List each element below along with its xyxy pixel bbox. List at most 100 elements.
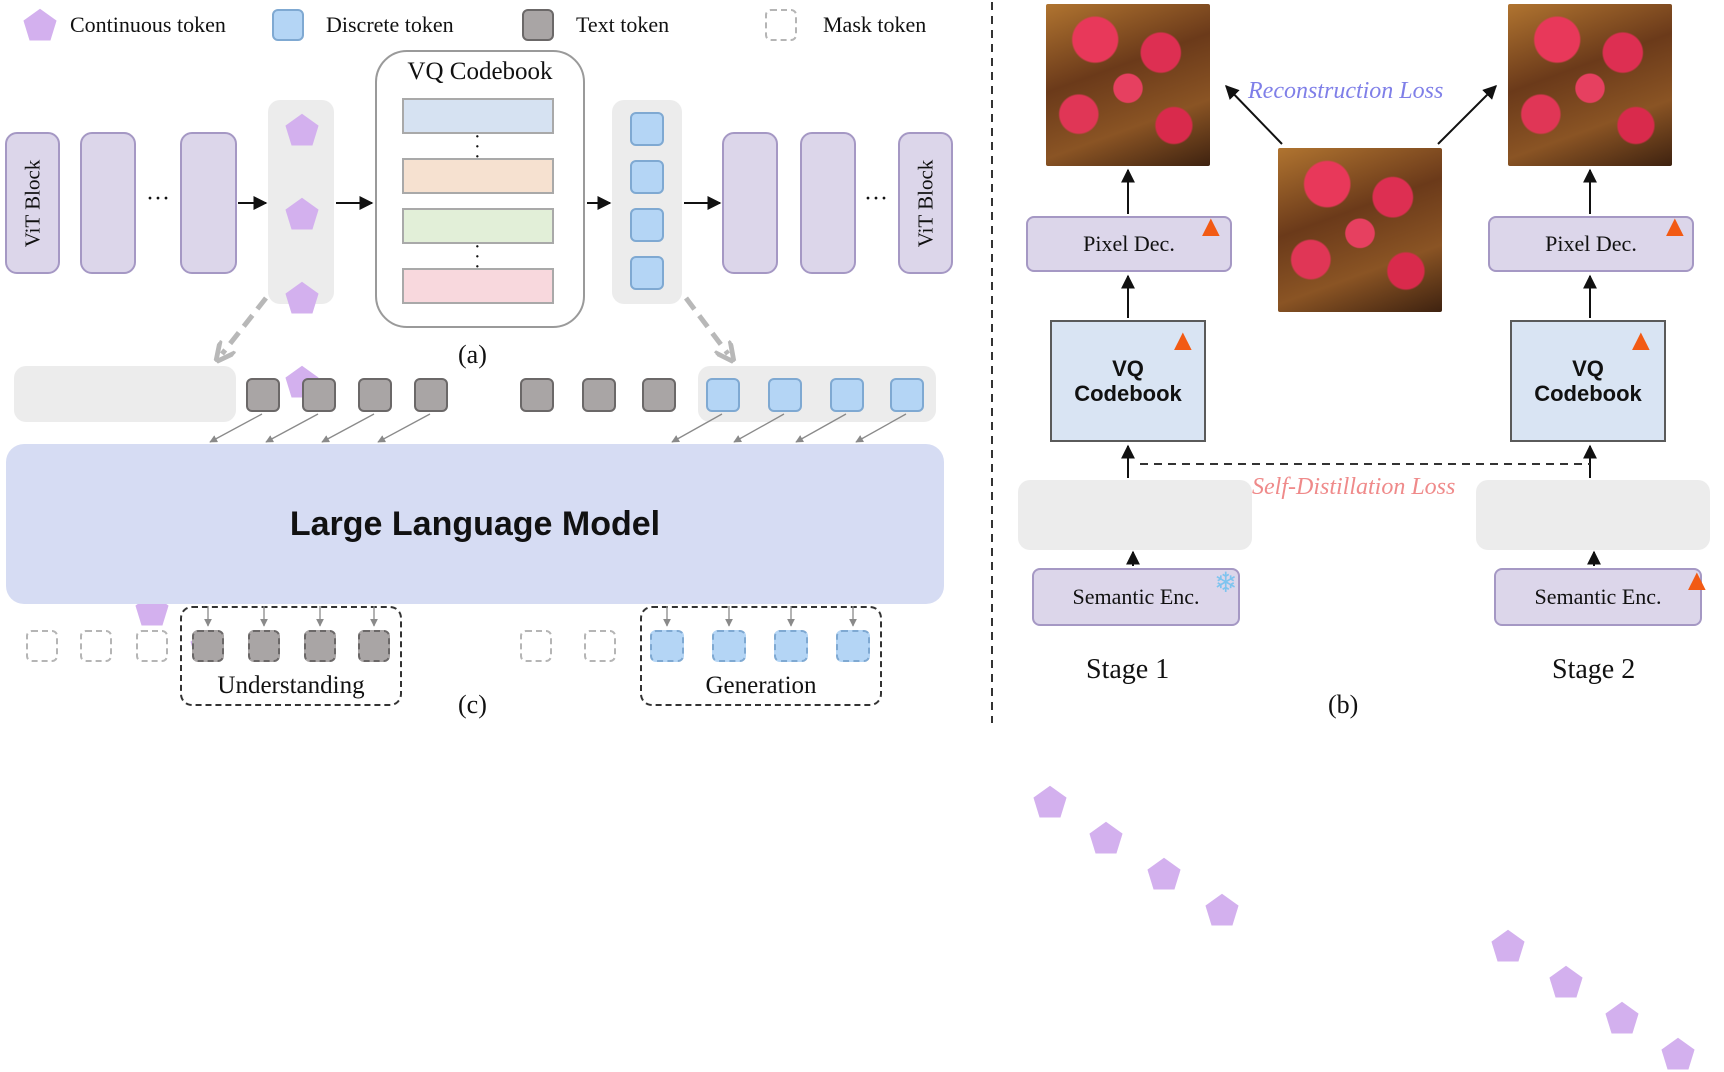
generation-group: Generation — [640, 606, 882, 706]
text-token — [246, 378, 280, 412]
text-token — [192, 630, 224, 662]
input-image — [1278, 148, 1442, 312]
vit-block-right: ViT Block — [898, 132, 953, 274]
discrete-token — [630, 256, 664, 290]
dashed-arrow-continuous — [222, 296, 268, 354]
codebook-entry — [402, 98, 554, 134]
text-token — [358, 378, 392, 412]
text-token — [520, 378, 554, 412]
ellipsis-left: ··· — [146, 186, 170, 212]
panel-a: ViT Block ··· VQ Codebook ··· ··· ··· Vi… — [0, 0, 1724, 398]
connector-layer — [204, 2, 1601, 723]
discrete-token — [650, 630, 684, 662]
fire-icon: ▲ — [1196, 210, 1226, 243]
reconstructed-image-stage1 — [1046, 4, 1210, 166]
continuous-token — [1033, 785, 1067, 818]
text-token — [304, 630, 336, 662]
codebook-entry — [402, 268, 554, 304]
text-token — [414, 378, 448, 412]
stage-1-label: Stage 1 — [1086, 654, 1170, 685]
legend-continuous: Continuous token — [22, 8, 226, 42]
panel-c: Large Language Model Understanding Gener… — [0, 144, 1724, 719]
vit-block-3 — [180, 132, 237, 274]
legend-text-label: Text token — [576, 12, 670, 37]
pixel-decoder-stage1: Pixel Dec. — [1026, 216, 1232, 272]
legend-mask: Mask token — [765, 8, 926, 42]
fire-icon: ▲ — [1626, 324, 1656, 357]
continuous-token — [1605, 1001, 1639, 1034]
caption-c: (c) — [458, 690, 487, 719]
reconstruction-loss-label: Reconstruction Loss — [1248, 78, 1444, 104]
fire-icon: ▲ — [1168, 324, 1198, 357]
understanding-label: Understanding — [217, 672, 365, 699]
continuous-token — [1089, 821, 1123, 854]
mask-token — [80, 630, 112, 662]
discrete-token — [830, 378, 864, 412]
codebook-dots: ··· — [474, 236, 481, 278]
generation-label: Generation — [705, 672, 817, 699]
text-token — [582, 378, 616, 412]
legend-discrete-label: Discrete token — [326, 12, 454, 37]
legend-continuous-label: Continuous token — [70, 12, 226, 37]
semantic-encoder-stage2: Semantic Enc. — [1494, 568, 1702, 626]
mask-token — [584, 630, 616, 662]
legend-discrete: Discrete token — [272, 8, 454, 42]
discrete-token — [712, 630, 746, 662]
vq-codebook — [375, 50, 585, 328]
discrete-token — [630, 160, 664, 194]
text-token-icon — [522, 9, 554, 41]
fire-icon: ▲ — [1660, 210, 1690, 243]
text-token — [358, 630, 390, 662]
panel-b: Reconstruction Loss Pixel Dec. ▲ VQ Code… — [0, 4, 1724, 1070]
semantic-encoder-stage1: Semantic Enc. — [1032, 568, 1240, 626]
fire-icon: ▲ — [1682, 564, 1712, 597]
mask-token — [520, 630, 552, 662]
llm-output-arrows — [204, 606, 857, 627]
vit-block-2 — [80, 132, 136, 274]
discrete-token — [706, 378, 740, 412]
discrete-token — [774, 630, 808, 662]
vit-block-5 — [800, 132, 856, 274]
text-token — [302, 378, 336, 412]
continuous-token — [1205, 893, 1239, 926]
continuous-token-panel-stage2 — [1476, 480, 1710, 550]
large-language-model: Large Language Model — [6, 444, 944, 604]
discrete-token — [768, 378, 802, 412]
text-token — [248, 630, 280, 662]
mask-token — [136, 630, 168, 662]
vit-block-4 — [722, 132, 778, 274]
continuous-token — [1147, 857, 1181, 890]
discrete-token-icon — [272, 9, 304, 41]
reconstruction-arrow-right — [1437, 85, 1497, 145]
codebook-entry — [402, 208, 554, 244]
continuous-token — [1491, 929, 1525, 962]
reconstructed-image-stage2 — [1508, 4, 1672, 166]
continuous-token — [1661, 1037, 1695, 1070]
mask-token-icon — [765, 9, 797, 41]
continuous-token-panel-stage1 — [1018, 480, 1252, 550]
ice-icon: ❄ — [1214, 568, 1238, 599]
legend-text: Text token — [522, 8, 669, 42]
self-distillation-loss-label: Self-Distillation Loss — [1252, 474, 1456, 500]
codebook-entry — [402, 158, 554, 194]
discrete-token — [836, 630, 870, 662]
discrete-token — [630, 208, 664, 242]
codebook-dots: ··· — [474, 126, 481, 168]
vq-codebook-stage1: VQ Codebook — [1050, 320, 1206, 442]
mask-token — [26, 630, 58, 662]
understanding-group: Understanding — [180, 606, 402, 706]
caption-b: (b) — [1328, 690, 1359, 719]
caption-a: (a) — [458, 340, 487, 369]
stage-2-label: Stage 2 — [1552, 654, 1636, 685]
ellipsis-right: ··· — [864, 186, 888, 212]
llm-input-arrows — [209, 413, 907, 443]
text-token — [642, 378, 676, 412]
dashed-arrow-discrete — [684, 296, 728, 354]
vit-block-left: ViT Block — [5, 132, 60, 274]
reconstruction-arrow-left — [1225, 84, 1283, 145]
discrete-token — [630, 112, 664, 146]
vq-codebook-title: VQ Codebook — [407, 58, 553, 85]
legend-mask-label: Mask token — [823, 12, 927, 37]
vq-codebook-stage2: VQ Codebook — [1510, 320, 1666, 442]
discrete-token — [890, 378, 924, 412]
